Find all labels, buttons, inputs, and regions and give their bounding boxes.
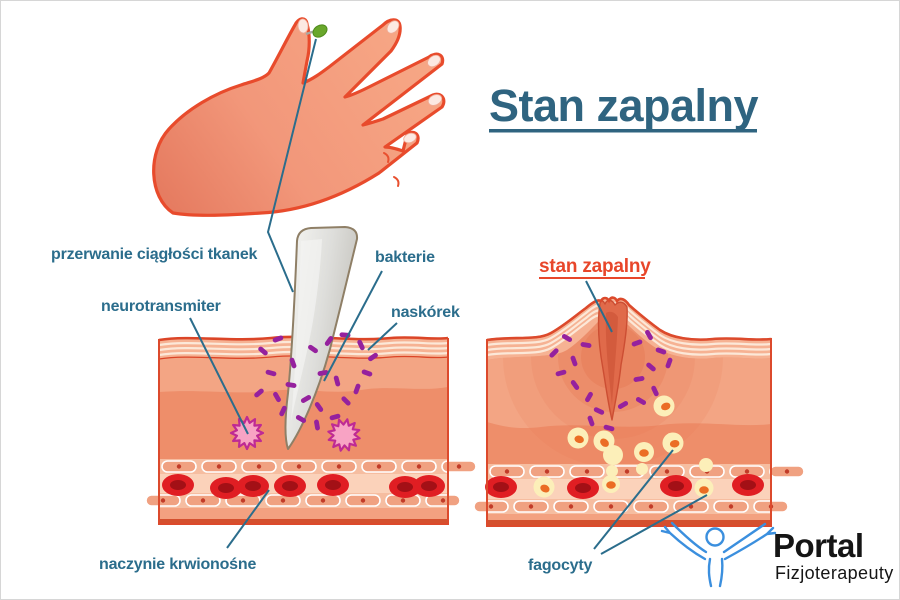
skin-cross-section-right — [473, 296, 805, 527]
label-tissue-break: przerwanie ciągłości tkanek — [51, 246, 258, 263]
hand-silhouette — [152, 17, 446, 217]
logo: Portal Fizjoterapeuty — [660, 521, 894, 588]
wound-shape — [597, 299, 628, 421]
page-title: Stan zapalny — [489, 80, 759, 131]
upper-dermis-right — [487, 315, 771, 429]
hand-illustration — [152, 17, 446, 217]
phagocyte-diapedesis-3 — [694, 458, 714, 498]
leader-lines — [189, 38, 708, 555]
knuckle-crease — [383, 152, 400, 187]
leader-tissue-break — [266, 38, 317, 293]
label-inflammation: stan zapalny — [539, 256, 651, 277]
thorn-icon — [305, 24, 328, 38]
phagocyte-diapedesis-1 — [602, 445, 623, 493]
leader-epidermis — [367, 322, 398, 351]
label-inflammation-underline — [539, 277, 645, 279]
logo-subtitle: Fizjoterapeuty — [775, 563, 894, 583]
leader-phagocytes-1 — [593, 449, 674, 550]
leader-bacteria — [323, 270, 383, 382]
splinter-icon — [284, 226, 359, 450]
label-epidermis: naskórek — [391, 304, 460, 321]
leader-blood-vessel — [226, 489, 270, 549]
label-neurotransmitter: neurotransmiter — [101, 298, 221, 315]
leader-neurotransmitter — [189, 317, 249, 435]
label-bacteria: bakterie — [375, 249, 435, 266]
blood-vessel-left — [145, 459, 477, 508]
left-diagram-border — [158, 338, 449, 525]
label-blood-vessel: naczynie krwionośne — [99, 556, 256, 573]
phagocyte-diapedesis-2 — [634, 442, 654, 475]
fingernails — [297, 18, 443, 144]
logo-text: Portal — [773, 527, 864, 564]
title-underline — [489, 129, 757, 133]
leader-inflammation — [585, 280, 613, 333]
logo-figure-icon — [660, 521, 777, 588]
label-phagocytes: fagocyty — [528, 557, 592, 574]
leader-phagocytes-2 — [600, 494, 708, 555]
phagocyte-group — [530, 392, 714, 501]
